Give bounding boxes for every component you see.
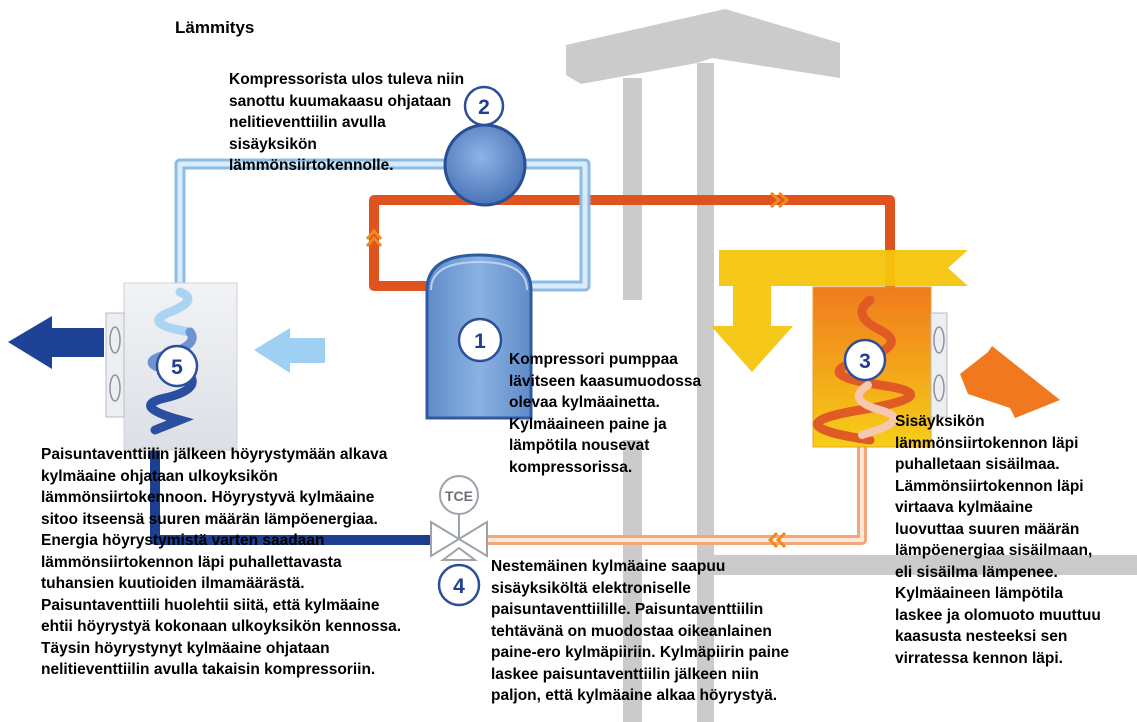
step-2-description: Kompressorista ulos tuleva niin sanottu … xyxy=(229,71,465,174)
step-1-description: Kompressori pumppaa lävitseen kaasumuodo… xyxy=(509,351,702,476)
step-5-badge: 5 xyxy=(155,344,199,388)
house-wall xyxy=(566,9,1137,722)
diagram-title: Lämmitys xyxy=(175,18,255,37)
svg-text:4: 4 xyxy=(453,575,465,598)
svg-text:1: 1 xyxy=(474,330,486,353)
cold-air-out-arrow xyxy=(8,316,104,369)
step-4-badge: 4 xyxy=(437,563,481,607)
step-4-description: Nestemäinen kylmäaine saapuu sisäyksiköl… xyxy=(491,558,790,704)
warm-air-arrow xyxy=(711,250,968,372)
svg-text:2: 2 xyxy=(478,96,490,119)
flow-chevron-icon xyxy=(365,191,790,549)
svg-text:5: 5 xyxy=(171,356,183,379)
step-3-description: Sisäyksikön lämmönsiirtokennon läpi puha… xyxy=(895,413,1101,667)
step-3-badge: 3 xyxy=(843,338,887,382)
svg-text:3: 3 xyxy=(859,350,871,373)
step-2-badge: 2 xyxy=(463,85,505,127)
fan-icon xyxy=(109,326,121,402)
step-5-description: Paisuntaventtiilin jälkeen höyrystymään … xyxy=(41,446,402,678)
indoor-coil-unit xyxy=(812,286,948,448)
warm-air-out-arrow xyxy=(960,346,1060,418)
valve-label: TCE xyxy=(445,488,473,504)
step-1-badge: 1 xyxy=(457,317,503,363)
evaporator-pipe xyxy=(150,425,435,545)
outdoor-air-in-arrow xyxy=(254,328,325,373)
liquid-pipe xyxy=(480,435,867,545)
expansion-valve-icon xyxy=(430,475,488,561)
fan-icon xyxy=(933,326,945,402)
